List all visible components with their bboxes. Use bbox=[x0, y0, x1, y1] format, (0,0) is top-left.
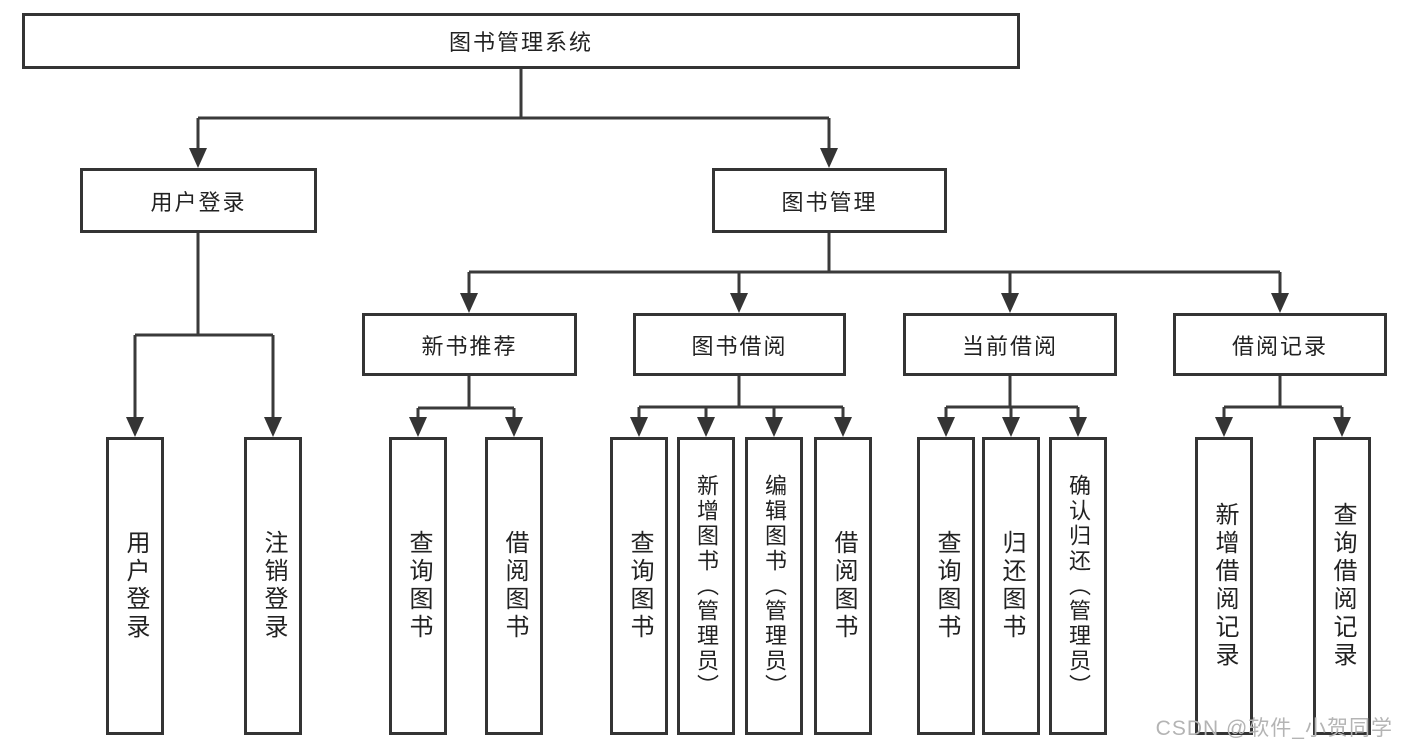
leaf-add-book-admin-label: 新增图书（管理员） bbox=[694, 473, 719, 699]
leaf-query-books-recommendation: 查询图书 bbox=[389, 437, 447, 735]
node-borrowing-records: 借阅记录 bbox=[1173, 313, 1387, 376]
arrow-head bbox=[730, 293, 748, 313]
leaf-query-books-current: 查询图书 bbox=[917, 437, 975, 735]
arrow-head bbox=[505, 417, 523, 437]
leaf-borrow-books-label: 借阅图书 bbox=[830, 530, 857, 642]
node-new-book-recommendation: 新书推荐 bbox=[362, 313, 577, 376]
arrow-head bbox=[1215, 417, 1233, 437]
arrow-head bbox=[820, 148, 838, 168]
arrow-head bbox=[1271, 293, 1289, 313]
leaf-confirm-return-admin-label: 确认归还（管理员） bbox=[1066, 473, 1091, 699]
leaf-logout: 注销登录 bbox=[244, 437, 302, 735]
leaf-user-login-label: 用户登录 bbox=[122, 530, 149, 642]
leaf-borrow-books-recommendation-label: 借阅图书 bbox=[501, 530, 528, 642]
arrow-head bbox=[189, 148, 207, 168]
connector-paths bbox=[133, 68, 1344, 419]
leaf-borrow-books: 借阅图书 bbox=[814, 437, 872, 735]
arrow-head bbox=[630, 417, 648, 437]
arrow-head bbox=[1001, 293, 1019, 313]
csdn-watermark: CSDN @软件_小贺同学 bbox=[1155, 717, 1393, 740]
arrow-head bbox=[1333, 417, 1351, 437]
leaf-borrow-books-recommendation: 借阅图书 bbox=[485, 437, 543, 735]
leaf-query-books-recommendation-label: 查询图书 bbox=[405, 530, 432, 642]
leaf-query-books-borrowing-label: 查询图书 bbox=[626, 530, 653, 642]
arrow-head bbox=[1069, 417, 1087, 437]
leaf-add-book-admin: 新增图书（管理员） bbox=[677, 437, 735, 735]
leaf-query-borrow-record: 查询借阅记录 bbox=[1313, 437, 1371, 735]
leaf-edit-book-admin-label: 编辑图书（管理员） bbox=[762, 473, 787, 699]
leaf-user-login: 用户登录 bbox=[106, 437, 164, 735]
leaf-return-books-label: 归还图书 bbox=[998, 530, 1025, 642]
node-book-borrowing: 图书借阅 bbox=[633, 313, 846, 376]
arrow-head bbox=[126, 417, 144, 437]
arrow-head bbox=[834, 417, 852, 437]
arrow-head bbox=[1002, 417, 1020, 437]
leaf-query-borrow-record-label: 查询借阅记录 bbox=[1329, 502, 1356, 670]
arrow-head bbox=[765, 417, 783, 437]
arrow-head bbox=[264, 417, 282, 437]
arrow-head bbox=[937, 417, 955, 437]
leaf-query-books-borrowing: 查询图书 bbox=[610, 437, 668, 735]
arrow-head bbox=[460, 293, 478, 313]
arrow-heads bbox=[126, 148, 1351, 437]
arrow-head bbox=[697, 417, 715, 437]
leaf-add-borrow-record-label: 新增借阅记录 bbox=[1211, 502, 1238, 670]
node-library-management-system: 图书管理系统 bbox=[22, 13, 1020, 69]
arrow-head bbox=[409, 417, 427, 437]
leaf-add-borrow-record: 新增借阅记录 bbox=[1195, 437, 1253, 735]
leaf-confirm-return-admin: 确认归还（管理员） bbox=[1049, 437, 1107, 735]
node-current-borrowing: 当前借阅 bbox=[903, 313, 1117, 376]
leaf-return-books: 归还图书 bbox=[982, 437, 1040, 735]
node-book-management: 图书管理 bbox=[712, 168, 947, 233]
leaf-logout-label: 注销登录 bbox=[260, 530, 287, 642]
leaf-edit-book-admin: 编辑图书（管理员） bbox=[745, 437, 803, 735]
leaf-query-books-current-label: 查询图书 bbox=[933, 530, 960, 642]
node-user-login: 用户登录 bbox=[80, 168, 317, 233]
